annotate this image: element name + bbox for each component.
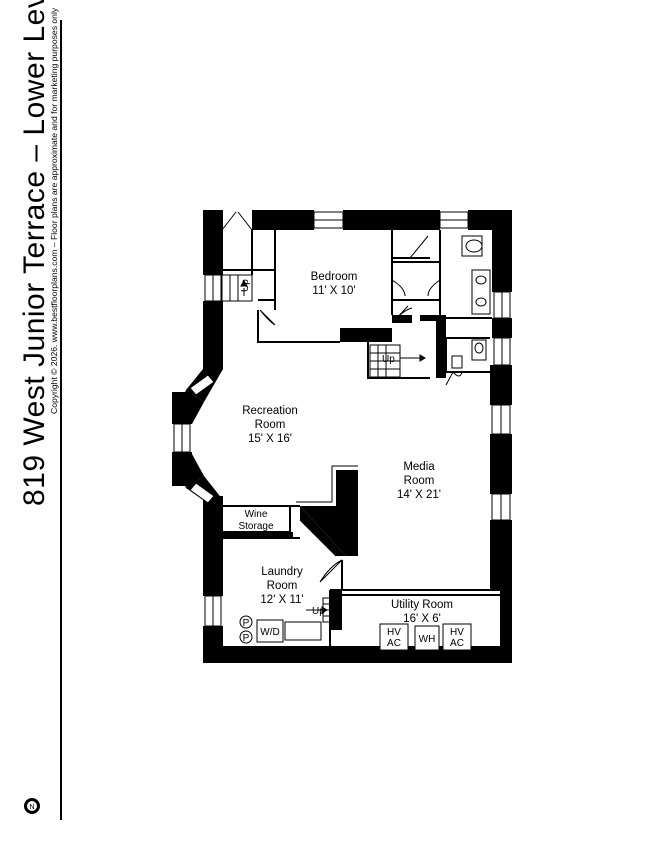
windows (173, 211, 511, 627)
wine-storage-name-2: Storage (238, 521, 273, 532)
recreation-room-name-1: Recreation (242, 405, 298, 417)
sump-pump-2 (239, 630, 253, 644)
pump-1-label: P (243, 618, 250, 629)
bedroom-size: 11' X 10' (312, 285, 355, 297)
interior-solid-walls (223, 315, 446, 630)
water-heater-label: WH (419, 634, 436, 645)
media-room-name-2: Room (404, 475, 435, 487)
stair-labels: Up Up Up (240, 279, 395, 617)
north-compass-icon: N (24, 798, 40, 814)
wine-storage-name-1: Wine (245, 509, 268, 520)
fixture-labels: HV AC WH HV AC W/D P P (243, 618, 465, 649)
pump-2-label: P (243, 633, 250, 644)
stair-up-label-main: Up (382, 354, 395, 365)
media-room-size: 14' X 21' (397, 489, 441, 501)
utility-room-size: 16' X 6' (403, 613, 441, 625)
utility-fixtures (239, 615, 472, 651)
hvac-1-line1: HV (387, 627, 401, 638)
room-labels: Bedroom 11' X 10' Recreation Room 15' X … (238, 271, 453, 625)
utility-room-name: Utility Room (391, 599, 453, 611)
hvac-2-line2: AC (450, 638, 464, 649)
compass-letter: N (29, 804, 34, 811)
bedroom-name: Bedroom (311, 271, 358, 283)
hvac-unit-2 (442, 623, 472, 651)
bath-fixtures (451, 235, 491, 369)
title-divider (60, 20, 62, 820)
laundry-room-size: 12' X 11' (260, 594, 303, 606)
washer-dryer (256, 619, 284, 643)
recreation-room-name-2: Room (255, 419, 286, 431)
stair-up-label-laundry: Up (312, 606, 325, 617)
recreation-room-size: 15' X 16' (248, 433, 292, 445)
hvac-unit-1 (379, 623, 409, 651)
hvac-2-line1: HV (450, 627, 464, 638)
water-heater (414, 625, 440, 651)
sump-pump-1 (239, 615, 253, 629)
laundry-room-name-2: Room (267, 580, 298, 592)
hvac-1-line2: AC (387, 638, 401, 649)
laundry-sink (284, 621, 322, 641)
chimney-outline (296, 465, 358, 557)
media-room-name-1: Media (403, 461, 435, 473)
washer-dryer-label: W/D (260, 627, 279, 638)
doors (221, 211, 463, 583)
exterior-walls (172, 210, 512, 663)
laundry-room-name-1: Laundry (261, 566, 303, 578)
stair-up-label-entry: Up (240, 279, 251, 292)
stairs (221, 274, 426, 623)
